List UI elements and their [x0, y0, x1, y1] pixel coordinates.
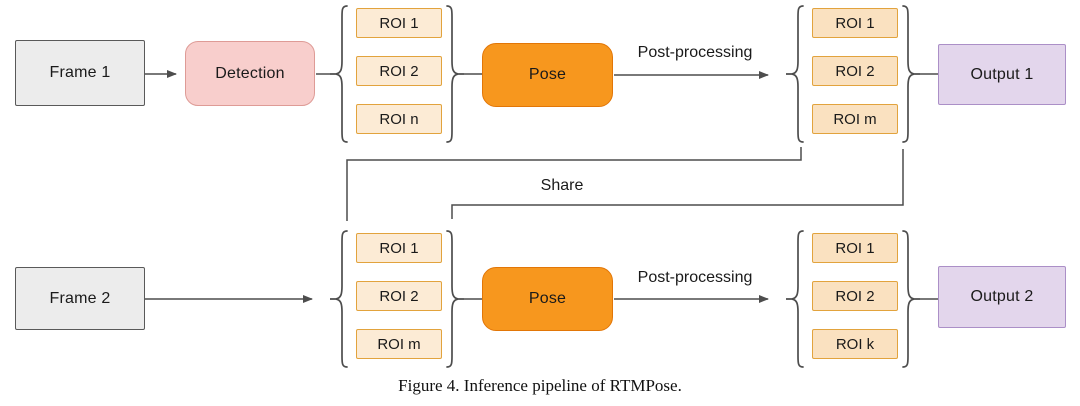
left-brace-icon	[786, 230, 804, 368]
roi-group-row1-in: ROI 1 ROI 2 ROI n	[330, 4, 464, 144]
left-brace-icon	[330, 230, 348, 368]
right-brace-icon	[902, 5, 920, 143]
post-processing-label-row1: Post-processing	[637, 44, 753, 61]
roi-box: ROI n	[356, 104, 442, 134]
roi-group-row2-in: ROI 1 ROI 2 ROI m	[330, 229, 464, 369]
figure-caption: Figure 4. Inference pipeline of RTMPose.	[398, 376, 682, 395]
pose1-box: Pose	[482, 43, 613, 107]
output1-box: Output 1	[938, 44, 1066, 105]
pose2-box: Pose	[482, 267, 613, 331]
right-brace-icon	[446, 230, 464, 368]
roi-group-row1-out: ROI 1 ROI 2 ROI m	[786, 4, 920, 144]
roi-box: ROI m	[812, 104, 898, 134]
roi-box: ROI 1	[356, 8, 442, 38]
frame1-box: Frame 1	[15, 40, 145, 106]
right-brace-icon	[446, 5, 464, 143]
share-label: Share	[540, 177, 584, 194]
right-brace-icon	[902, 230, 920, 368]
roi-box: ROI 2	[356, 281, 442, 311]
roi-box: ROI 1	[812, 233, 898, 263]
output2-box: Output 2	[938, 266, 1066, 328]
roi-box: ROI 2	[812, 281, 898, 311]
left-brace-icon	[786, 5, 804, 143]
roi-box: ROI 1	[812, 8, 898, 38]
detection-box: Detection	[185, 41, 315, 106]
roi-box: ROI 2	[812, 56, 898, 86]
roi-group-row2-out: ROI 1 ROI 2 ROI k	[786, 229, 920, 369]
roi-box: ROI 2	[356, 56, 442, 86]
post-processing-label-row2: Post-processing	[637, 269, 753, 286]
left-brace-icon	[330, 5, 348, 143]
roi-box: ROI m	[356, 329, 442, 359]
frame2-box: Frame 2	[15, 267, 145, 330]
roi-box: ROI 1	[356, 233, 442, 263]
roi-box: ROI k	[812, 329, 898, 359]
